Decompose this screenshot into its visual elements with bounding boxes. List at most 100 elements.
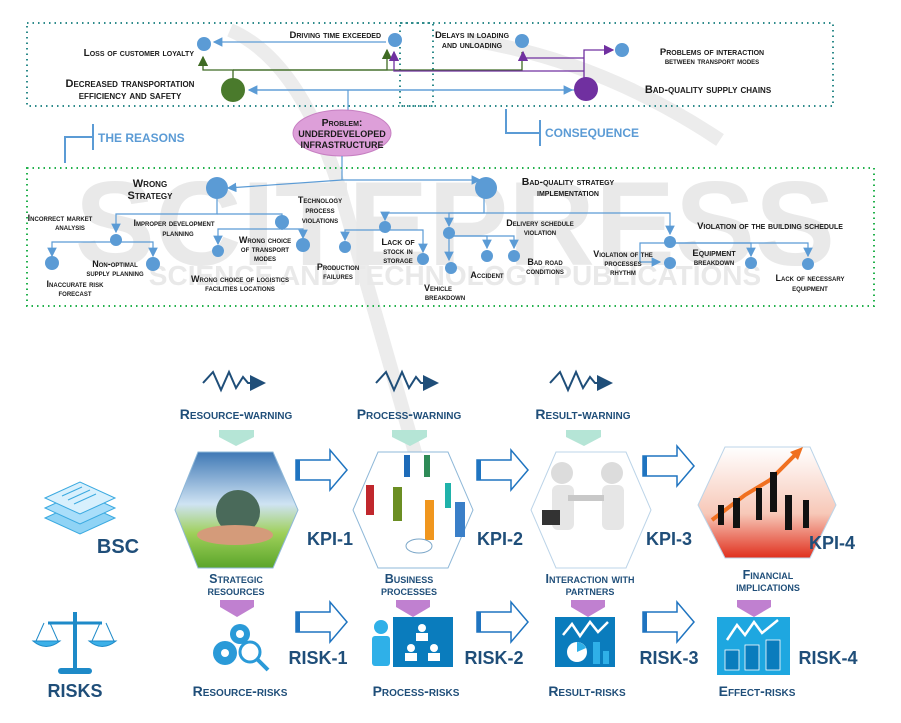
node-improper-development: [275, 215, 289, 229]
label-incorrect-market-1: Incorrect market: [28, 213, 93, 223]
node-incorrect-market: [110, 234, 122, 246]
reason-labels: Wrong Strategy Bad-quality strategy impl…: [28, 176, 845, 302]
node-driving-time: [388, 33, 402, 47]
business-people-flowchart-image: [352, 451, 474, 569]
label-lack-stock-2: stock in: [383, 246, 412, 256]
consequence-bracket: [505, 109, 541, 146]
problem-line-1: Problem:: [322, 117, 363, 129]
risk-arrow-1: [295, 599, 348, 645]
risk-arrow: [571, 600, 605, 617]
label-accident: Accident: [470, 270, 504, 280]
stage-4-risk: RISK-4: [798, 648, 857, 668]
label-decreased-efficiency-1: Decreased transportation: [66, 78, 195, 90]
node-inaccurate-risk: [45, 256, 59, 270]
label-rhythm-1: Violation of the: [593, 249, 653, 259]
label-non-optimal-1: Non-optimal: [92, 259, 138, 269]
stage-1-risk-name: Resource-risks: [193, 683, 288, 699]
stage-3-name-2: partners: [566, 584, 615, 598]
node-bad-road: [508, 250, 520, 262]
stage-1-name-2: resources: [207, 584, 264, 598]
risk-arrow: [396, 600, 430, 617]
warning-signal-icon: [375, 369, 439, 393]
label-wrong-logistics-1: Wrong choice of logistics: [191, 274, 289, 284]
label-vehicle-1: Vehicle: [424, 283, 452, 293]
stage-1-risk: RISK-1: [288, 648, 347, 668]
risk-arrow-2: [476, 599, 529, 645]
consequence-connectors: [197, 37, 615, 112]
label-delays-loading-1: Delays in loading: [435, 30, 510, 41]
label-improper-dev-2: planning: [162, 228, 194, 238]
pie-chart-trend-icon: [555, 617, 615, 667]
label-vehicle-2: breakdown: [425, 292, 465, 302]
node-lack-equipment: [802, 258, 814, 270]
scales-icon: [31, 612, 118, 674]
stage-4-kpi: KPI-4: [809, 533, 855, 553]
node-bad-supply-chains: [574, 77, 598, 101]
problem-line-2: underdeveloped: [298, 129, 386, 139]
label-production-1: Production: [317, 262, 359, 272]
stage-1-warning: Resource-warning: [180, 406, 293, 422]
stage-2-name-1: Business: [385, 572, 434, 586]
risks-label: RISKS: [47, 681, 102, 701]
label-delivery-1: Delivery schedule: [506, 218, 573, 228]
label-lack-stock-1: Lack of: [381, 237, 415, 248]
warning-arrow: [566, 430, 601, 446]
reason-connectors: [47, 175, 813, 267]
risk-arrow-3: [642, 599, 695, 645]
label-non-optimal-2: supply planning: [86, 268, 144, 278]
label-wrong-transport-1: Wrong choice: [239, 235, 291, 245]
stage-2-risk: RISK-2: [464, 648, 523, 668]
label-bad-supply-chains: Bad-quality supply chains: [645, 84, 772, 96]
section-label-consequence: CONSEQUENCE: [545, 126, 639, 140]
label-driving-time: Driving time exceeded: [290, 30, 381, 41]
label-bad-road-2: conditions: [526, 266, 564, 276]
label-delivery-2: violation: [524, 227, 556, 237]
section-label-reasons: THE REASONS: [98, 131, 185, 145]
label-wrong-strategy-1: Wrong: [133, 178, 167, 190]
node-building-schedule: [664, 236, 676, 248]
people-org-icon: [372, 617, 453, 667]
stage-2-name-2: processes: [381, 584, 437, 598]
node-decreased-efficiency: [221, 78, 245, 102]
documents-stack-icon: [43, 481, 117, 535]
label-production-2: failures: [323, 271, 353, 281]
stage-3-kpi: KPI-3: [646, 529, 692, 549]
bar-chart-trend-icon: [717, 617, 790, 675]
stage-2: Process-warning Business processes Proce…: [352, 369, 524, 699]
label-problems-interaction-1: Problems of interaction: [660, 47, 764, 58]
label-wrong-transport-3: modes: [254, 253, 276, 263]
reason-nodes: [45, 177, 814, 274]
reasons-box: [26, 167, 875, 307]
label-tech-process-2: process: [305, 205, 334, 215]
label-inaccurate-2: forecast: [59, 288, 92, 298]
stage-3-risk: RISK-3: [639, 648, 698, 668]
stage-1-name-1: Strategic: [209, 572, 263, 586]
label-loss-customer-loyalty: Loss of customer loyalty: [84, 48, 195, 59]
label-incorrect-market-2: analysis: [55, 222, 85, 232]
node-wrong-strategy: [206, 177, 228, 199]
label-lack-equipment-2: equipment: [792, 283, 828, 293]
kpi-arrow-1: [295, 447, 348, 493]
stage-2-risk-name: Process-risks: [373, 683, 460, 699]
label-tech-process-3: violations: [302, 215, 338, 225]
warning-signal-icon: [202, 369, 266, 393]
stage-4-name-1: Financial: [743, 568, 794, 582]
node-bad-implementation: [475, 177, 497, 199]
node-loss-customer-loyalty: [197, 37, 211, 51]
stage-1: Resource-warning Strategic resources Res…: [174, 369, 353, 699]
stage-2-warning: Process-warning: [357, 406, 462, 422]
node-delays-loading: [515, 34, 529, 48]
label-lack-equipment-1: Lack of necessary: [776, 273, 845, 283]
stage-4-risk-name: Effect-risks: [719, 683, 796, 699]
label-equipment-2: breakdown: [694, 257, 734, 267]
kpi-arrow-2: [476, 447, 529, 493]
bsc-label: BSC: [97, 536, 139, 558]
label-problems-interaction-2: between transport modes: [665, 56, 759, 66]
stage-3-warning: Result-warning: [535, 406, 630, 422]
label-improper-dev-1: Improper development: [133, 218, 214, 228]
warning-arrow: [392, 430, 427, 446]
node-wrong-transport: [296, 238, 310, 252]
label-equipment-1: Equipment: [692, 248, 736, 259]
node-delivery: [443, 227, 455, 239]
